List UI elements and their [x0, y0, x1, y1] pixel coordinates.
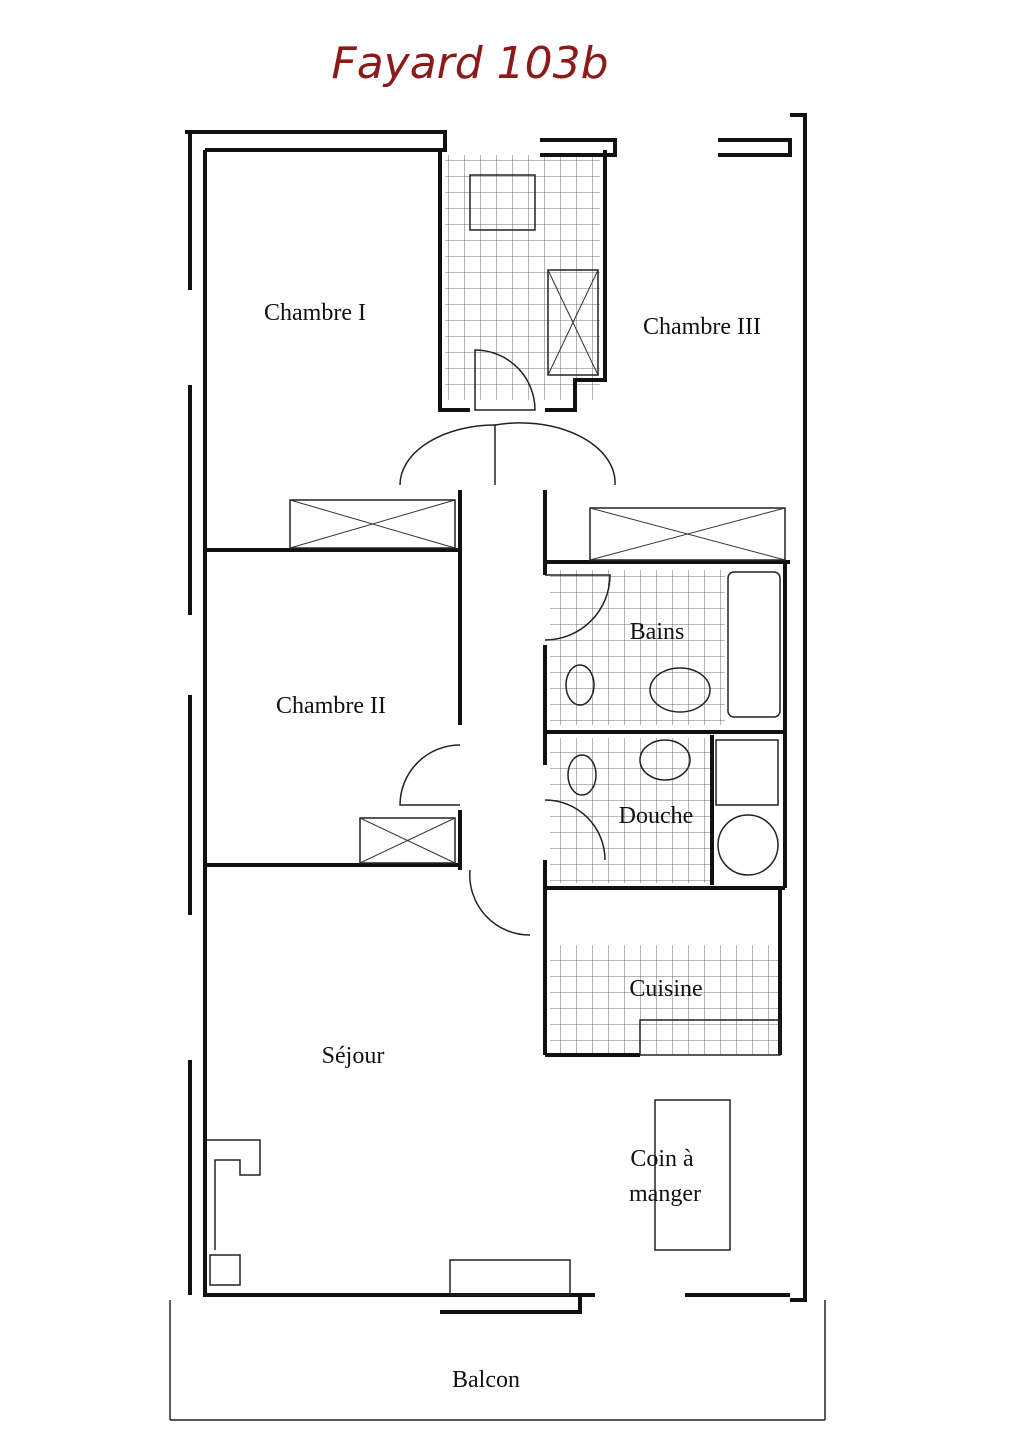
doors — [399, 349, 616, 936]
label-douche: Douche — [619, 803, 694, 829]
label-chambre-1: Chambre I — [264, 300, 366, 326]
fixtures — [205, 174, 781, 1296]
label-chambre-3: Chambre III — [643, 314, 761, 340]
room-labels: Chambre I Chambre III Bains Chambre II D… — [264, 300, 761, 1393]
label-chambre-2: Chambre II — [276, 693, 386, 719]
label-balcon: Balcon — [452, 1367, 520, 1393]
plan-title: Fayard 103b — [331, 38, 608, 89]
label-coin-a-manger-1: Coin à — [630, 1146, 694, 1172]
label-cuisine: Cuisine — [629, 976, 702, 1002]
closets — [289, 269, 786, 864]
tiled-floors — [445, 155, 778, 1055]
label-sejour: Séjour — [322, 1043, 385, 1069]
label-coin-a-manger-2: manger — [629, 1181, 701, 1207]
label-bains: Bains — [630, 619, 685, 645]
